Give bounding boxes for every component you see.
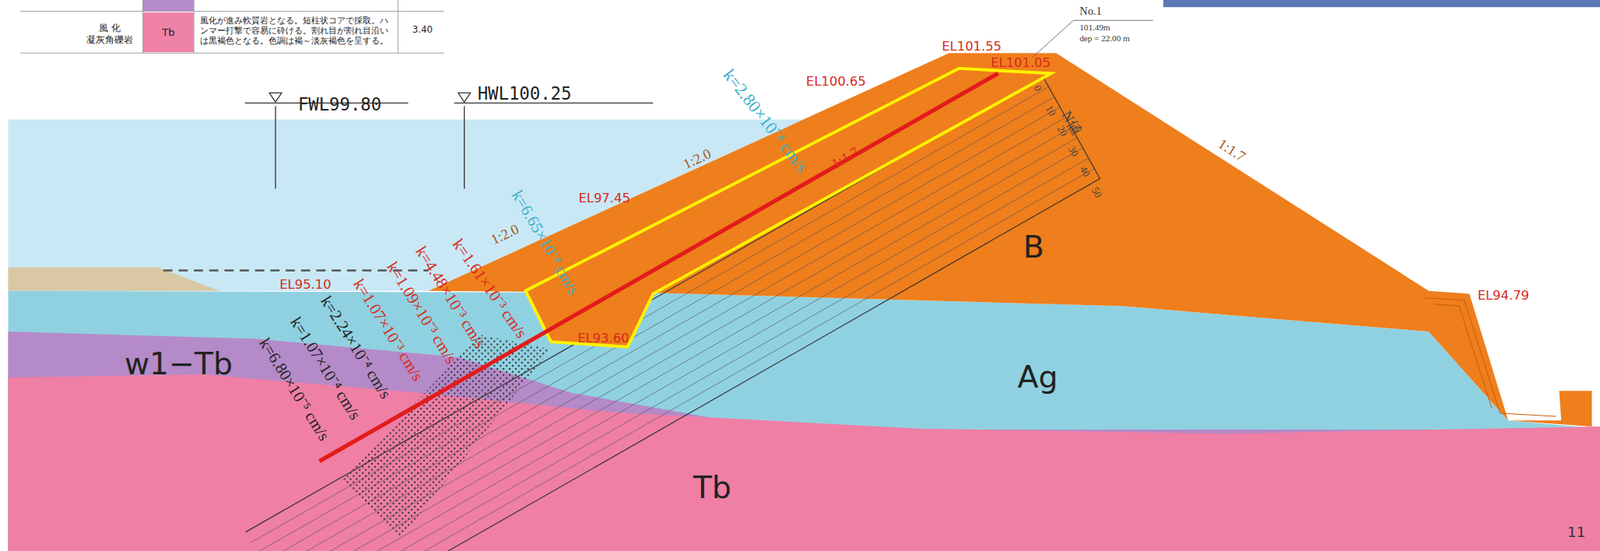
w1-tb-layer: [7, 331, 1600, 551]
yellow-zone: [525, 68, 1051, 348]
grid-line: [268, 117, 1066, 551]
elevation: EL101.05: [990, 56, 1051, 70]
legend-table: [20, 0, 444, 53]
ag-layer: [7, 291, 1600, 551]
zone-label: Tb: [693, 472, 732, 503]
legend-swatch: Tb: [143, 12, 195, 53]
tb-layer: [7, 374, 1600, 551]
n-axis: [1042, 76, 1100, 179]
elevation: EL93.60: [577, 332, 629, 345]
zone-label: w1−Tb: [124, 348, 233, 379]
elevation: EL94.79: [1477, 289, 1530, 302]
photo-fragment: [1163, 0, 1600, 8]
legend-text: Tb: [161, 26, 175, 39]
embankment-b: [428, 52, 1593, 427]
grid-line: [251, 86, 1049, 542]
table-value: 3.40: [412, 25, 433, 36]
elevation: EL97.45: [578, 192, 630, 205]
elevation: EL100.65: [806, 75, 867, 88]
zone-label: B: [1023, 231, 1045, 263]
grid-line: [273, 127, 1071, 551]
water-level-marks: [245, 92, 653, 189]
toe-drain: [1423, 298, 1556, 417]
grid-line: [256, 97, 1054, 551]
water-level: FWL99.80: [298, 95, 382, 113]
red-line: [319, 73, 998, 461]
grid-line: [280, 137, 1078, 551]
page-number: 11: [1567, 525, 1586, 540]
zone-label: Ag: [1017, 361, 1059, 393]
leader-line: [1032, 20, 1154, 57]
water-level: HWL100.25: [477, 84, 572, 102]
borehole-depth: dep = 22.00 m: [1079, 34, 1130, 43]
grid-line: [263, 107, 1060, 551]
borehole-grid: [245, 76, 1101, 551]
borehole-no: No.1: [1079, 5, 1102, 17]
rock-description: 風化が進み軟質岩となる。短柱状コアで採取。ハンマー打撃で容易に砕ける。割れ目が割…: [200, 15, 397, 46]
elevation: EL95.10: [279, 278, 331, 292]
legend-swatch-cut: [143, 0, 195, 11]
borehole-elev: 101.49m: [1079, 23, 1110, 32]
rock-name: 風 化 凝灰角礫岩: [84, 22, 137, 46]
elevation: EL101.55: [941, 40, 1002, 53]
